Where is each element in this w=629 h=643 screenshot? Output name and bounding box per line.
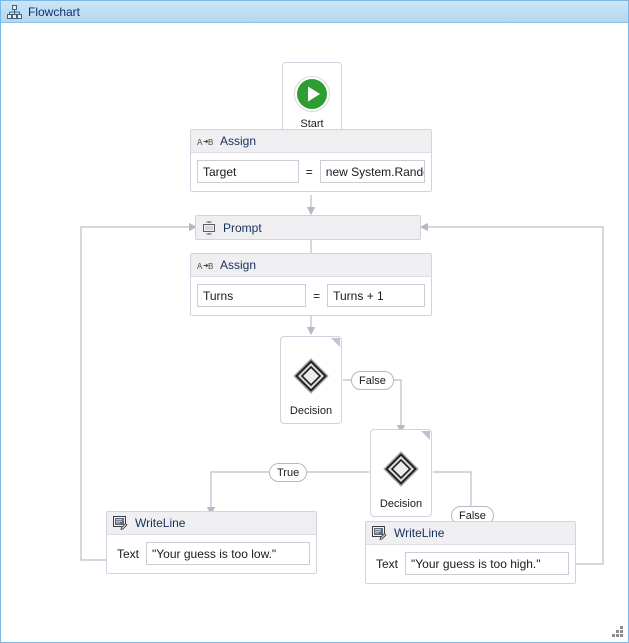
writeline-low-header: WriteLine bbox=[107, 512, 316, 535]
decision-1-corner-marker bbox=[331, 338, 340, 347]
node-writeline-high[interactable]: WriteLine Text "Your guess is too high." bbox=[365, 521, 576, 584]
node-prompt[interactable]: Prompt bbox=[195, 215, 421, 240]
svg-text:B: B bbox=[208, 138, 213, 147]
node-assign-target[interactable]: A B Assign Target = new System.Randor bbox=[190, 129, 432, 192]
diamond-icon bbox=[383, 451, 419, 487]
console-write-icon bbox=[113, 516, 128, 530]
edge-label-decision2-true: True bbox=[269, 463, 308, 482]
window-titlebar: Flowchart bbox=[1, 1, 628, 23]
assign-turns-header: A B Assign bbox=[191, 254, 431, 277]
writeline-high-header: WriteLine bbox=[366, 522, 575, 545]
assign-turns-title: Assign bbox=[220, 258, 257, 272]
assign-turns-operator: = bbox=[313, 288, 321, 303]
start-label: Start bbox=[300, 117, 324, 130]
dialog-icon bbox=[203, 221, 215, 234]
decision-2-label: Decision bbox=[379, 498, 423, 510]
node-start[interactable]: Start bbox=[282, 62, 342, 140]
flowchart-canvas[interactable]: Start A B Assign Target = new System.Ran… bbox=[1, 23, 628, 642]
assign-icon: A B bbox=[197, 138, 213, 147]
node-decision-1[interactable]: Decision bbox=[280, 336, 342, 424]
hierarchy-icon bbox=[7, 4, 22, 19]
assign-turns-right-input[interactable]: Turns + 1 bbox=[327, 284, 425, 307]
prompt-header: Prompt bbox=[196, 216, 420, 239]
svg-text:B: B bbox=[208, 262, 213, 271]
svg-text:A: A bbox=[197, 138, 203, 147]
writeline-low-text-input[interactable]: "Your guess is too low." bbox=[146, 542, 310, 565]
resize-grip[interactable] bbox=[610, 624, 625, 639]
writeline-high-body: Text "Your guess is too high." bbox=[366, 545, 575, 583]
assign-icon: A B bbox=[197, 262, 213, 271]
diamond-icon bbox=[293, 358, 329, 394]
node-assign-turns[interactable]: A B Assign Turns = Turns + 1 bbox=[190, 253, 432, 316]
writeline-low-title: WriteLine bbox=[135, 516, 186, 530]
assign-target-right-input[interactable]: new System.Randor bbox=[319, 160, 425, 183]
node-writeline-low[interactable]: WriteLine Text "Your guess is too low." bbox=[106, 511, 317, 574]
writeline-low-body: Text "Your guess is too low." bbox=[107, 535, 316, 573]
assign-target-left-input[interactable]: Target bbox=[197, 160, 299, 183]
writeline-high-field-label: Text bbox=[376, 556, 399, 571]
assign-target-title: Assign bbox=[220, 134, 257, 148]
svg-text:A: A bbox=[197, 262, 203, 271]
window-title: Flowchart bbox=[28, 4, 81, 19]
assign-target-body: Target = new System.Randor bbox=[191, 153, 431, 191]
writeline-high-title: WriteLine bbox=[394, 526, 445, 540]
assign-target-operator: = bbox=[305, 164, 313, 179]
console-write-icon bbox=[372, 526, 387, 540]
assign-target-header: A B Assign bbox=[191, 130, 431, 153]
writeline-high-text-input[interactable]: "Your guess is too high." bbox=[405, 552, 569, 575]
assign-turns-body: Turns = Turns + 1 bbox=[191, 277, 431, 315]
prompt-title: Prompt bbox=[223, 220, 262, 235]
decision-2-corner-marker bbox=[421, 431, 430, 440]
decision-1-label: Decision bbox=[289, 405, 333, 417]
node-decision-2[interactable]: Decision bbox=[370, 429, 432, 517]
writeline-low-field-label: Text bbox=[117, 546, 140, 561]
assign-turns-left-input[interactable]: Turns bbox=[197, 284, 307, 307]
play-icon bbox=[294, 75, 330, 112]
edge-label-decision1-false: False bbox=[351, 371, 394, 390]
